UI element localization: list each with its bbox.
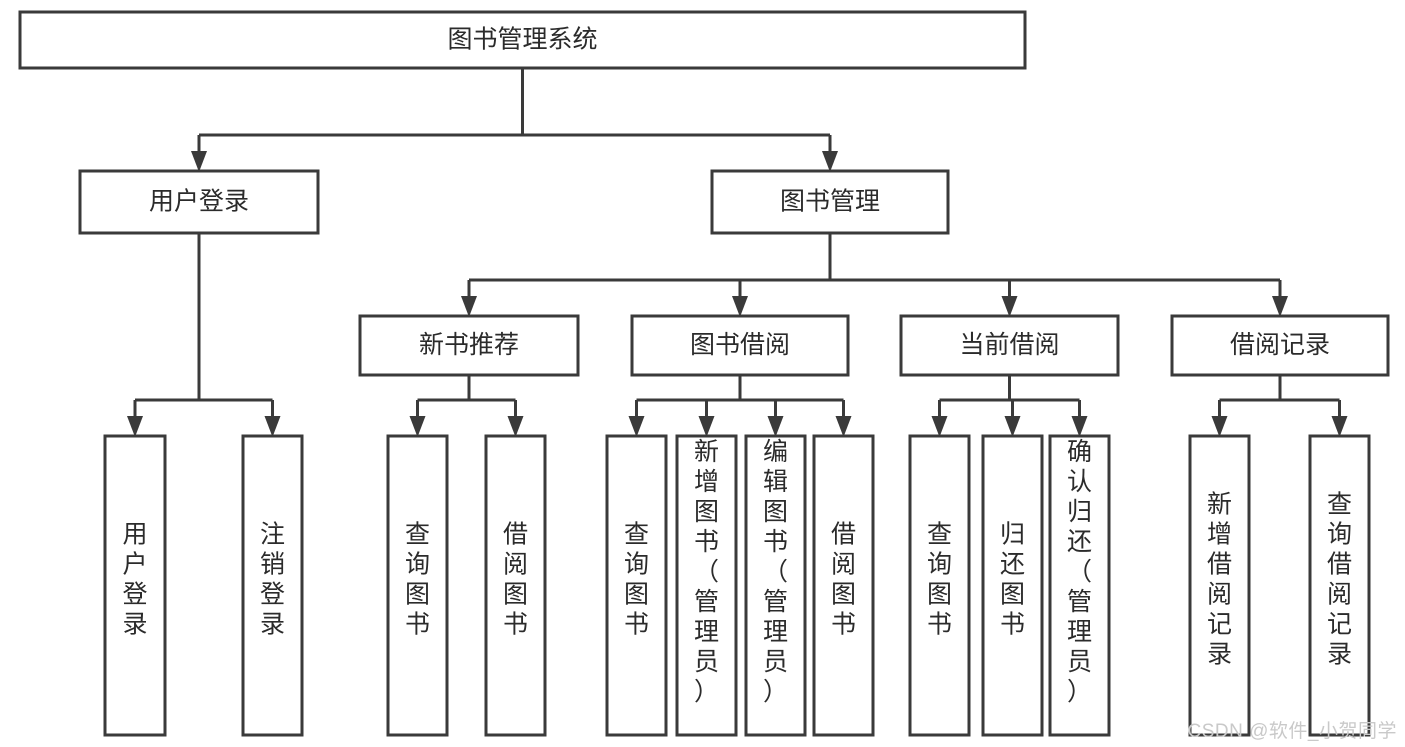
node-book-manage[interactable]: 图书管理 xyxy=(710,169,950,235)
node-box xyxy=(710,169,950,235)
node-label: 借阅记录 xyxy=(1230,331,1330,359)
node-leaf-logout[interactable]: 注销登录 xyxy=(241,434,304,737)
arrow-head-icon xyxy=(1004,416,1021,437)
arrow-head-icon xyxy=(698,416,715,437)
node-current-borrow[interactable]: 当前借阅 xyxy=(899,314,1120,377)
node-box xyxy=(981,434,1044,737)
node-label: 借阅图书 xyxy=(831,521,856,639)
node-label: 图书管理 xyxy=(780,188,880,216)
node-box xyxy=(675,434,738,737)
node-leaf-add-record[interactable]: 新增借阅记录 xyxy=(1188,434,1251,737)
node-label: 图书借阅 xyxy=(690,331,790,359)
arrow-head-icon xyxy=(1211,416,1228,437)
arrow-head-icon xyxy=(461,296,477,317)
node-box xyxy=(18,10,1027,70)
arrow-head-icon xyxy=(264,416,281,437)
arrow-head-icon xyxy=(191,151,207,172)
arrow-head-icon xyxy=(822,151,838,172)
node-label: 当前借阅 xyxy=(959,331,1059,359)
node-leaf-edit-book[interactable]: 编辑图书（管理员） xyxy=(744,434,807,737)
node-box xyxy=(744,434,807,737)
watermark-text: CSDN @软件_小贺同学 xyxy=(1187,721,1397,742)
node-label: 查询图书 xyxy=(405,521,430,639)
node-box xyxy=(484,434,547,737)
node-leaf-borrow-book-1[interactable]: 借阅图书 xyxy=(484,434,547,737)
node-leaf-add-book[interactable]: 新增图书（管理员） xyxy=(675,434,738,737)
node-label: 图书管理系统 xyxy=(447,26,597,54)
node-box xyxy=(386,434,449,737)
node-user-login[interactable]: 用户登录 xyxy=(78,169,320,235)
node-box xyxy=(630,314,850,377)
arrow-head-icon xyxy=(931,416,948,437)
node-label: 编辑图书（管理员） xyxy=(763,438,788,706)
node-label: 用户登录 xyxy=(122,521,147,639)
node-label: 查询图书 xyxy=(927,521,952,639)
arrow-head-icon xyxy=(507,416,524,437)
node-leaf-query-record[interactable]: 查询借阅记录 xyxy=(1308,434,1371,737)
arrow-head-icon xyxy=(1272,296,1288,317)
arrow-head-icon xyxy=(1071,416,1088,437)
arrow-head-icon xyxy=(767,416,784,437)
arrow-head-icon xyxy=(127,416,143,437)
node-new-book-rec[interactable]: 新书推荐 xyxy=(358,314,580,377)
arrow-head-icon xyxy=(628,416,645,437)
node-box xyxy=(908,434,971,737)
node-box xyxy=(605,434,668,737)
node-label: 注销登录 xyxy=(260,521,285,639)
node-box xyxy=(1170,314,1390,377)
node-root[interactable]: 图书管理系统 xyxy=(18,10,1027,70)
node-box xyxy=(241,434,304,737)
arrow-head-icon xyxy=(1001,296,1018,317)
node-leaf-return-book[interactable]: 归还图书 xyxy=(981,434,1044,737)
node-leaf-query-book-3[interactable]: 查询图书 xyxy=(908,434,971,737)
node-leaf-confirm-return[interactable]: 确认归还（管理员） xyxy=(1048,434,1111,737)
arrow-head-icon xyxy=(1331,416,1348,437)
node-box xyxy=(1308,434,1371,737)
node-borrow-record[interactable]: 借阅记录 xyxy=(1170,314,1390,377)
node-box xyxy=(358,314,580,377)
arrow-head-icon xyxy=(732,296,748,317)
node-leaf-borrow-book-2[interactable]: 借阅图书 xyxy=(812,434,875,737)
node-book-borrow[interactable]: 图书借阅 xyxy=(630,314,850,377)
node-leaf-query-book-2[interactable]: 查询图书 xyxy=(605,434,668,737)
node-label: 用户登录 xyxy=(149,188,249,216)
node-label: 确认归还（管理员） xyxy=(1067,438,1092,706)
node-label: 查询借阅记录 xyxy=(1327,491,1352,669)
arrow-head-icon xyxy=(835,416,852,437)
node-box xyxy=(78,169,320,235)
node-label: 查询图书 xyxy=(624,521,649,639)
node-leaf-user-login[interactable]: 用户登录 xyxy=(103,434,167,737)
node-box xyxy=(812,434,875,737)
node-label: 新书推荐 xyxy=(419,331,519,359)
node-box xyxy=(103,434,167,737)
node-box xyxy=(1188,434,1251,737)
node-label: 归还图书 xyxy=(1000,521,1025,639)
node-label: 新增图书（管理员） xyxy=(694,438,719,706)
node-label: 新增借阅记录 xyxy=(1207,491,1232,669)
arrow-head-icon xyxy=(409,416,426,437)
node-leaf-query-book-1[interactable]: 查询图书 xyxy=(386,434,449,737)
node-label: 借阅图书 xyxy=(503,521,528,639)
node-box xyxy=(1048,434,1111,737)
connector-layer xyxy=(127,68,1348,437)
node-box xyxy=(899,314,1120,377)
node-layer: 图书管理系统用户登录图书管理新书推荐图书借阅当前借阅借阅记录用户登录注销登录查询… xyxy=(18,10,1390,737)
